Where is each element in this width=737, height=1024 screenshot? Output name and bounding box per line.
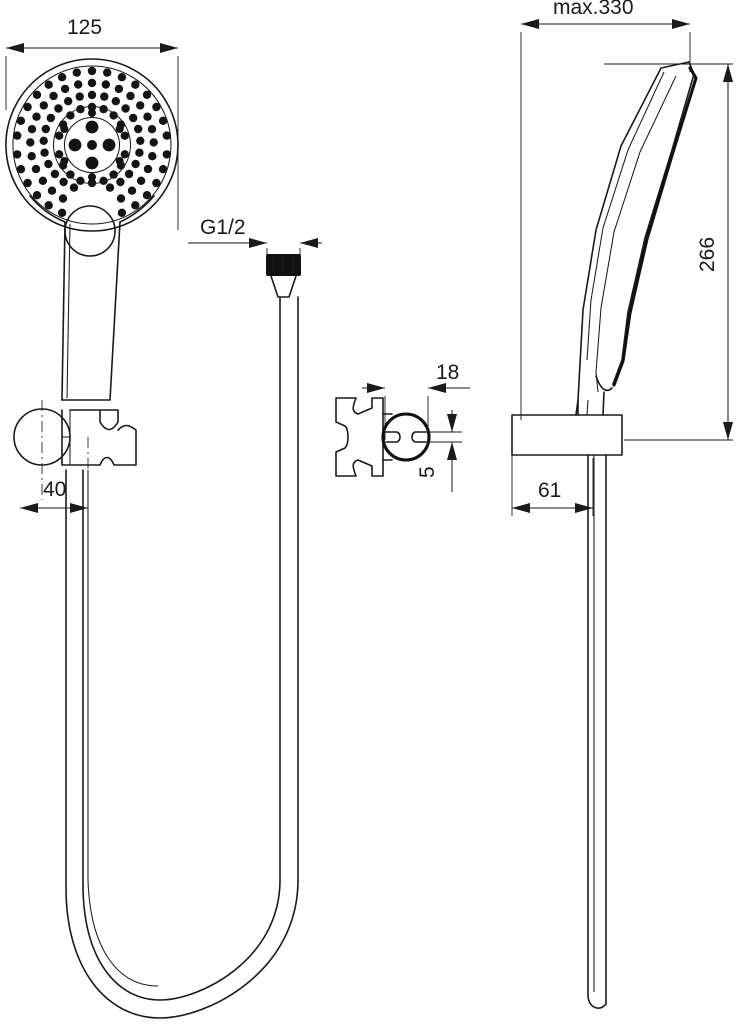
side-hose: [587, 454, 607, 1009]
side-spray-nozzles: [615, 83, 689, 364]
dimension-head-height: [604, 63, 733, 441]
dimension-bracket-offset: [20, 503, 88, 513]
shower-handle: [29, 195, 155, 401]
dimension-thread-g12: [188, 238, 322, 258]
dimension-head-diameter: [5, 43, 179, 230]
wall-bracket-front: [13, 400, 137, 505]
spray-nozzles-outer: [13, 66, 171, 217]
flexible-hose: [65, 254, 301, 1019]
side-view-handshower: [511, 61, 698, 1009]
dimension-bracket-depth: [511, 455, 594, 516]
spray-hub-bolts: [60, 109, 124, 181]
dimension-label-125: 125: [67, 16, 102, 39]
detail-wall-bracket: [335, 397, 431, 477]
spray-center-jets: [68, 120, 116, 170]
dimension-label-40: 40: [43, 478, 66, 501]
dimension-label-266: 266: [696, 237, 719, 272]
spray-face: [5, 58, 179, 232]
side-handle: [575, 391, 605, 416]
dimension-bracket-slot: [426, 410, 462, 492]
dimension-label-5: 5: [416, 466, 439, 478]
dimension-label-18: 18: [436, 361, 459, 384]
dimension-label-61: 61: [538, 479, 561, 502]
side-wall-bracket-block: [511, 414, 623, 456]
dimension-label-g12: G1/2: [200, 216, 246, 239]
side-shower-head: [577, 61, 698, 416]
dimension-label-max330: max.330: [553, 0, 634, 19]
dimension-bracket-width: [362, 383, 470, 440]
front-view-handshower: [5, 58, 301, 1019]
